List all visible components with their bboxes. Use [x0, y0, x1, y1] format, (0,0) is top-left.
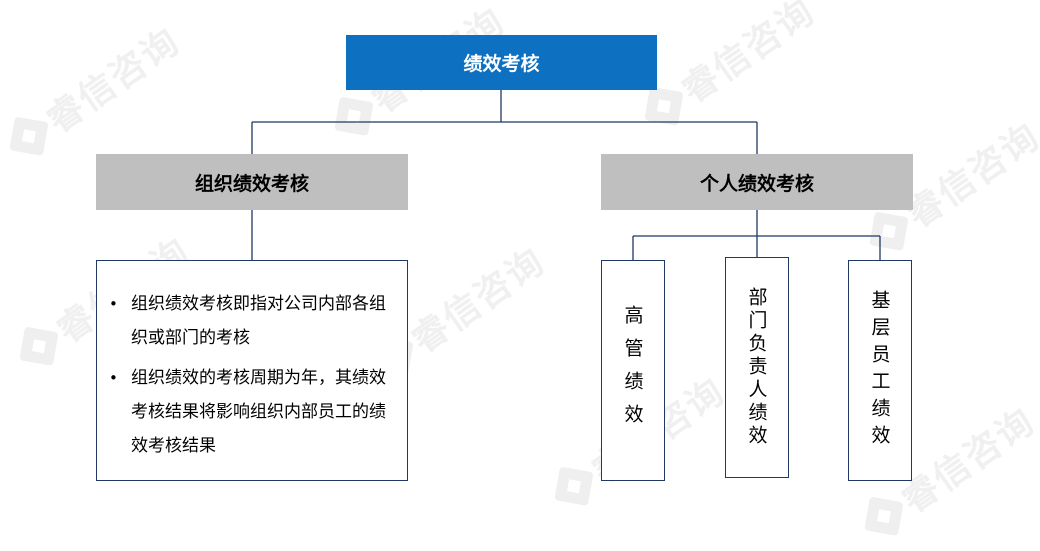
list-item: 组织绩效考核即指对公司内部各组织或部门的考核	[109, 287, 393, 355]
root-node: 绩效考核	[346, 35, 657, 90]
list-item: 组织绩效的考核周期为年，其绩效考核结果将影响组织内部员工的绩效考核结果	[109, 361, 393, 463]
staff-performance-node: 基层员工绩效	[848, 260, 912, 481]
org-performance-node: 组织绩效考核	[96, 154, 408, 210]
org-description-list: 组织绩效考核即指对公司内部各组织或部门的考核 组织绩效的考核周期为年，其绩效考核…	[109, 287, 393, 463]
personal-performance-label: 个人绩效考核	[699, 172, 814, 195]
connector-lines	[251, 90, 881, 260]
department-head-performance-label: 部门负责人绩效	[745, 287, 768, 448]
staff-performance-label: 基层员工绩效	[868, 289, 891, 452]
org-description-box: 组织绩效考核即指对公司内部各组织或部门的考核 组织绩效的考核周期为年，其绩效考核…	[96, 260, 408, 481]
executive-performance-node: 高管绩效	[601, 260, 665, 481]
department-head-performance-node: 部门负责人绩效	[725, 257, 789, 478]
executive-performance-label: 高管绩效	[621, 304, 644, 437]
org-performance-label: 组织绩效考核	[194, 172, 309, 195]
root-label: 绩效考核	[463, 53, 540, 75]
personal-performance-node: 个人绩效考核	[601, 154, 913, 210]
